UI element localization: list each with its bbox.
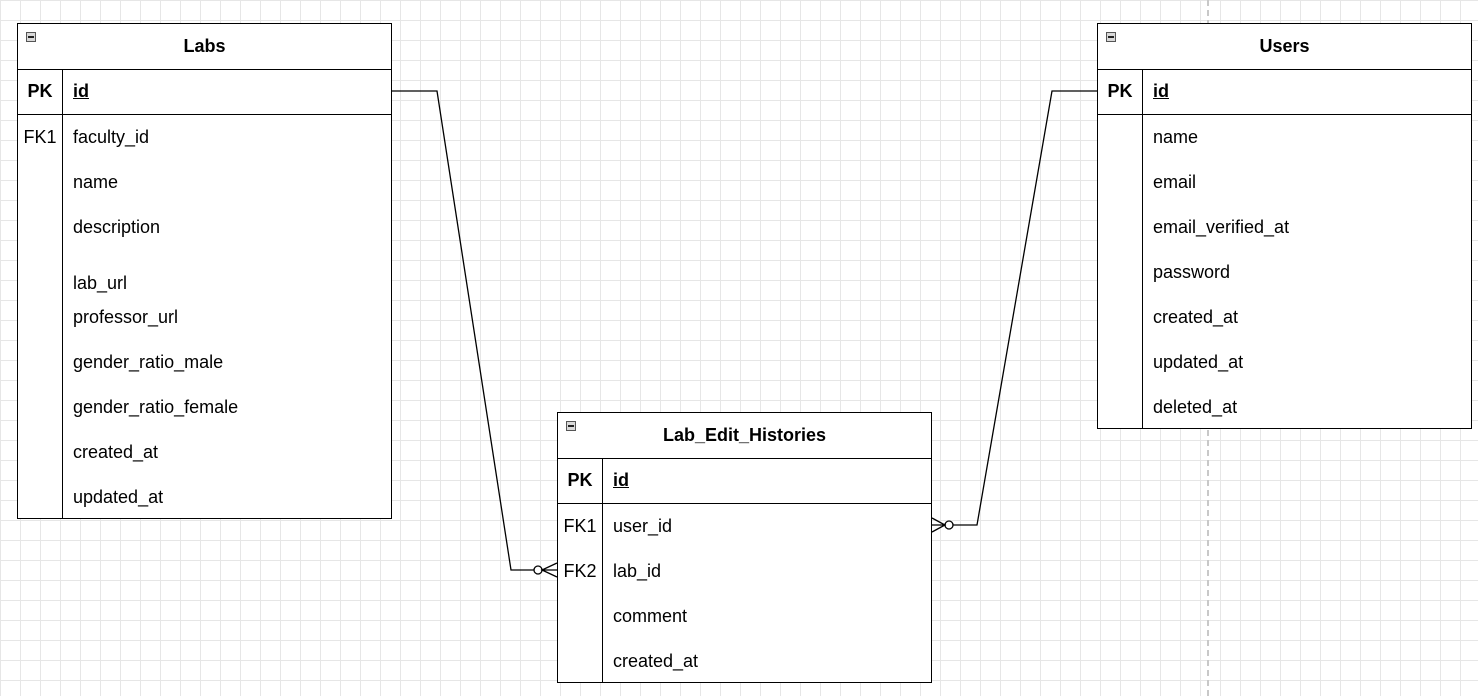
key-column-divider — [62, 69, 63, 518]
users-field-created-at: created_at — [1153, 307, 1239, 327]
labs-field-faculty-id: faculty_id — [73, 127, 150, 147]
users-field-deleted-at: deleted_at — [1153, 397, 1238, 417]
labs-to-lab-edit-histories-connector[interactable] — [392, 90, 534, 571]
users-title: Users — [1098, 24, 1471, 70]
labs-field-created-at: created_at — [73, 442, 159, 462]
labs-field-gender-ratio-male: gender_ratio_male — [73, 352, 224, 372]
collapse-icon[interactable] — [1106, 32, 1116, 42]
lab-edit-histories-pk-row[interactable]: PK id — [558, 458, 931, 504]
labs-title: Labs — [18, 24, 391, 70]
crow-foot-many-marker — [540, 562, 558, 578]
users-entity[interactable]: Users PK id name email email_verified_at… — [1097, 23, 1472, 429]
labs-field-updated-at: updated_at — [73, 487, 164, 507]
labs-field-lab-url: lab_url — [73, 273, 128, 293]
crow-foot-many-marker — [931, 517, 947, 533]
lab-edit-histories-field-user-id: user_id — [613, 516, 673, 536]
lab-edit-histories-entity[interactable]: Lab_Edit_Histories PK id FK1 user_id FK2… — [557, 412, 932, 683]
users-field-password: password — [1153, 262, 1231, 282]
lab-edit-histories-field-lab-id: lab_id — [613, 561, 662, 581]
collapse-icon[interactable] — [26, 32, 36, 42]
pk-key-label: PK — [567, 470, 593, 490]
lab-edit-histories-field-comment: comment — [613, 606, 688, 626]
labs-field-professor-url: professor_url — [73, 307, 179, 327]
labs-id-field: id — [73, 81, 89, 101]
lab-edit-histories-field-created-at: created_at — [613, 651, 699, 671]
fk1-key-label: FK1 — [563, 516, 597, 536]
pk-key-label: PK — [1107, 81, 1133, 101]
key-column-divider — [602, 458, 603, 682]
users-id-field: id — [1153, 81, 1169, 101]
users-field-email: email — [1153, 172, 1197, 192]
labs-field-description: description — [73, 217, 161, 237]
users-pk-row[interactable]: PK id — [1098, 69, 1471, 115]
collapse-icon[interactable] — [566, 421, 576, 431]
users-field-name: name — [1153, 127, 1199, 147]
lab-edit-histories-id-field: id — [613, 470, 629, 490]
users-to-lab-edit-histories-connector[interactable] — [953, 90, 1097, 526]
users-field-email-verified-at: email_verified_at — [1153, 217, 1290, 237]
lab-edit-histories-title: Lab_Edit_Histories — [558, 413, 931, 459]
fk1-key-label: FK1 — [23, 127, 57, 147]
labs-field-name: name — [73, 172, 119, 192]
labs-field-gender-ratio-female: gender_ratio_female — [73, 397, 239, 417]
fk2-key-label: FK2 — [563, 561, 597, 581]
key-column-divider — [1142, 69, 1143, 428]
labs-entity[interactable]: Labs PK id FK1 faculty_id name descripti… — [17, 23, 392, 519]
users-field-updated-at: updated_at — [1153, 352, 1244, 372]
labs-pk-row[interactable]: PK id — [18, 69, 391, 115]
pk-key-label: PK — [27, 81, 53, 101]
